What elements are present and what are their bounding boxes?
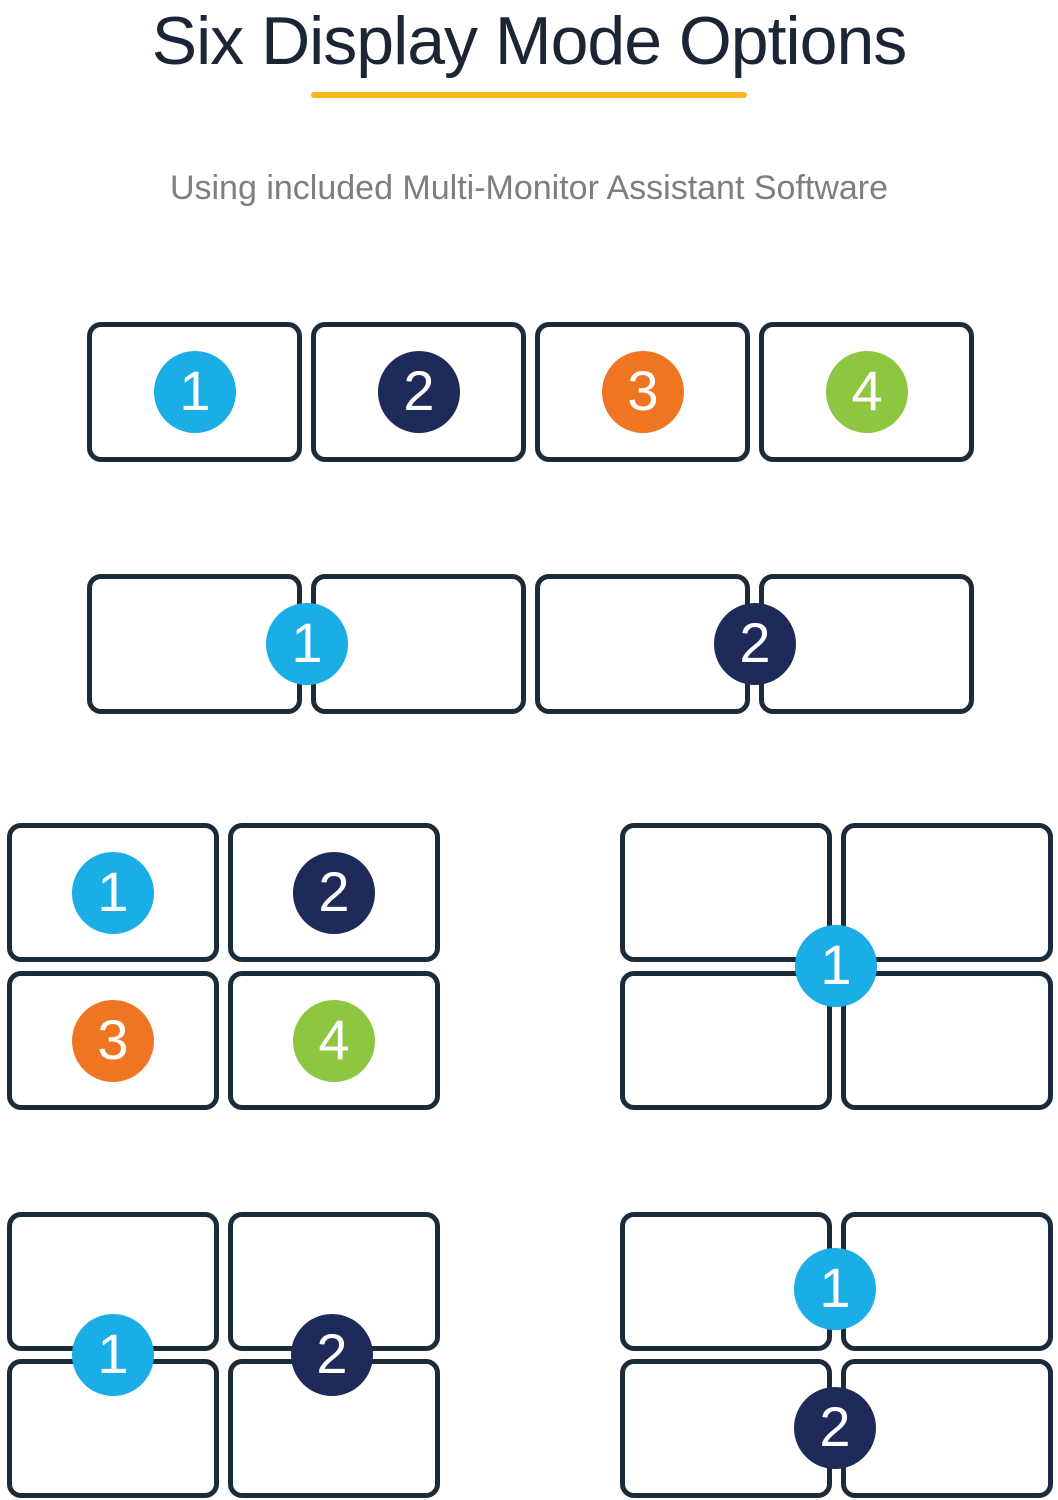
monitor — [620, 971, 832, 1110]
display-number-badge-3: 3 — [72, 1000, 154, 1082]
monitor — [841, 1359, 1053, 1498]
monitor — [841, 1212, 1053, 1351]
display-number-badge-2: 2 — [291, 1314, 373, 1396]
display-number-badge-2: 2 — [794, 1387, 876, 1469]
display-number-badge-1: 1 — [154, 351, 236, 433]
display-number-badge-3: 3 — [602, 351, 684, 433]
monitor — [620, 823, 832, 962]
display-number-badge-4: 4 — [826, 351, 908, 433]
display-number-badge-1: 1 — [72, 852, 154, 934]
display-number-badge-2: 2 — [293, 852, 375, 934]
title-underline-rule — [311, 92, 747, 98]
monitor — [841, 823, 1053, 962]
display-number-badge-1: 1 — [795, 925, 877, 1007]
display-number-badge-1: 1 — [266, 603, 348, 685]
display-number-badge-2: 2 — [378, 351, 460, 433]
page-title: Six Display Mode Options — [151, 3, 908, 79]
display-number-badge-1: 1 — [794, 1248, 876, 1330]
display-number-badge-1: 1 — [72, 1314, 154, 1396]
page-subtitle: Using included Multi-Monitor Assistant S… — [169, 169, 889, 207]
monitor — [841, 971, 1053, 1110]
display-number-badge-2: 2 — [714, 603, 796, 685]
display-number-badge-4: 4 — [293, 1000, 375, 1082]
